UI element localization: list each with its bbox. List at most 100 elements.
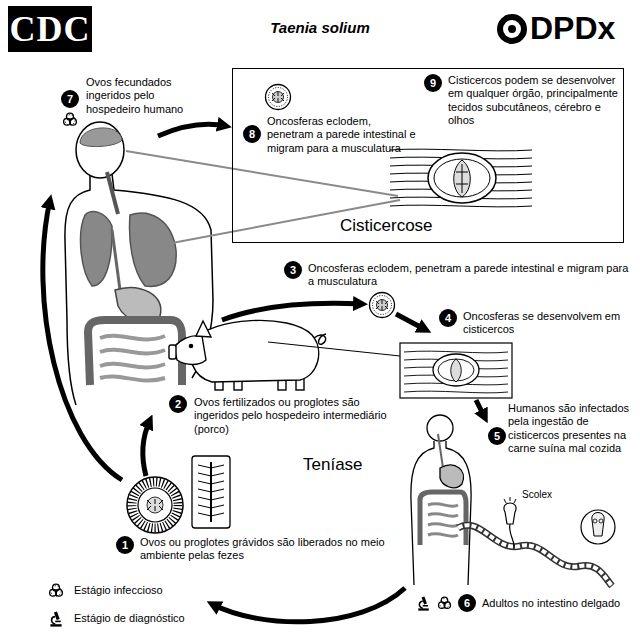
pig <box>174 336 206 365</box>
logo-box <box>8 6 92 52</box>
cysticercus <box>456 164 468 193</box>
cycle-arrow <box>143 420 150 476</box>
biohazard-symbol <box>64 113 77 125</box>
pig <box>314 334 326 344</box>
step-text: Ovos ou proglotes grávidos são liberados… <box>140 536 410 563</box>
human-figure <box>420 492 466 545</box>
human-figure <box>107 172 118 214</box>
pig <box>189 344 192 347</box>
human-figure <box>130 213 177 286</box>
tapeworm <box>599 519 603 523</box>
biohazard-symbol <box>50 584 63 596</box>
proglottid <box>198 465 224 516</box>
human-figure <box>112 174 213 378</box>
cysticercus <box>428 153 496 203</box>
muscle-tissue <box>390 149 532 207</box>
callout-number: 8 <box>243 125 261 143</box>
cycle-arrow <box>222 303 362 320</box>
callout-number: 6 <box>458 594 476 612</box>
muscle-tissue <box>390 149 532 151</box>
human-figure <box>411 441 471 585</box>
human-figure <box>81 212 113 286</box>
legend-text: Estágio de diagnóstico <box>74 612 185 625</box>
muscle-tissue <box>390 205 532 207</box>
tapeworm <box>504 503 516 524</box>
callout-number: 4 <box>439 309 457 327</box>
human-figure <box>76 122 124 178</box>
cysticercus-inset <box>400 343 512 398</box>
cycle-arrow <box>396 314 426 330</box>
callout-number: 1 <box>116 536 134 554</box>
egg <box>147 497 163 513</box>
leader-line <box>268 342 400 356</box>
callout-number: 9 <box>424 74 442 92</box>
stage-text: Cisticercos podem se desenvolver em qual… <box>448 74 618 128</box>
cysticercus <box>434 159 490 197</box>
step-text: Adultos no intestino delgado <box>482 597 634 610</box>
stage-text: Oncosferas eclodem, penetram a parede in… <box>267 115 419 155</box>
human-figure <box>438 434 443 468</box>
logo-icon <box>497 14 527 44</box>
proglottid <box>192 456 230 528</box>
logo-icon <box>503 20 521 38</box>
pig <box>196 321 211 337</box>
egg <box>132 482 178 528</box>
part-label: Scolex <box>522 489 552 501</box>
tapeworm <box>581 510 615 544</box>
pig <box>169 320 326 390</box>
tapeworm <box>592 513 604 537</box>
human-figure <box>411 415 471 585</box>
cysticercus-inset <box>433 354 479 386</box>
pig <box>191 320 319 382</box>
step-text: Oncosferas se desenvolvem em cisticercos <box>463 310 623 337</box>
cysticercus-inset <box>451 359 462 382</box>
cycle-arrow <box>476 400 485 418</box>
human-figure <box>100 336 165 381</box>
human-figure <box>65 122 213 405</box>
cycle-arrow <box>212 588 405 622</box>
human-figure <box>440 465 463 488</box>
tapeworm <box>458 497 615 586</box>
callout-number: 5 <box>488 427 506 445</box>
egg <box>127 477 183 533</box>
human-figure <box>427 415 453 441</box>
step-text: Oncosferas eclodem, penetram a parede in… <box>308 262 630 289</box>
human-figure <box>112 230 120 290</box>
diagram-title: Taenia solium <box>200 19 440 37</box>
cysticercus-inset <box>438 359 474 381</box>
callout-number: 3 <box>284 261 302 279</box>
callout-number: 7 <box>61 90 79 108</box>
egg <box>127 477 183 533</box>
logo-text: CDC <box>8 6 92 52</box>
logo-text: DPDx <box>530 10 615 46</box>
microscope-symbol <box>50 611 61 626</box>
oncosphere <box>370 293 395 318</box>
leader-line <box>126 151 398 196</box>
human-figure <box>428 504 458 537</box>
region-title: Cisticercose <box>340 216 433 236</box>
cysticercus <box>428 153 496 203</box>
stage-title: Teníase <box>303 455 363 475</box>
proglottid <box>192 456 230 528</box>
tapeworm <box>593 519 597 523</box>
egg <box>147 499 163 511</box>
step-text: Ovos fecundados ingeridos pelo hospedeir… <box>86 76 202 116</box>
tapeworm <box>504 497 516 503</box>
logo-icon <box>508 25 516 33</box>
biohazard-symbol <box>439 597 451 608</box>
cycle-arrow <box>43 124 485 621</box>
human-figure <box>88 320 182 385</box>
oncosphere <box>266 85 291 110</box>
cysticercus-inset <box>400 343 512 398</box>
callout-number: 2 <box>169 395 187 413</box>
cycle-arrow <box>158 124 226 136</box>
tapeworm <box>510 524 514 546</box>
step-text: Ovos fertilizados ou proglotes são inger… <box>194 396 394 436</box>
region-box: Cisticercos podem se desenvolver em qual… <box>232 68 624 243</box>
human-figure <box>80 128 122 147</box>
logo-icon <box>497 14 527 44</box>
microscope-symbol <box>418 596 429 610</box>
pig <box>169 345 176 359</box>
cycle-arrow <box>43 200 122 480</box>
